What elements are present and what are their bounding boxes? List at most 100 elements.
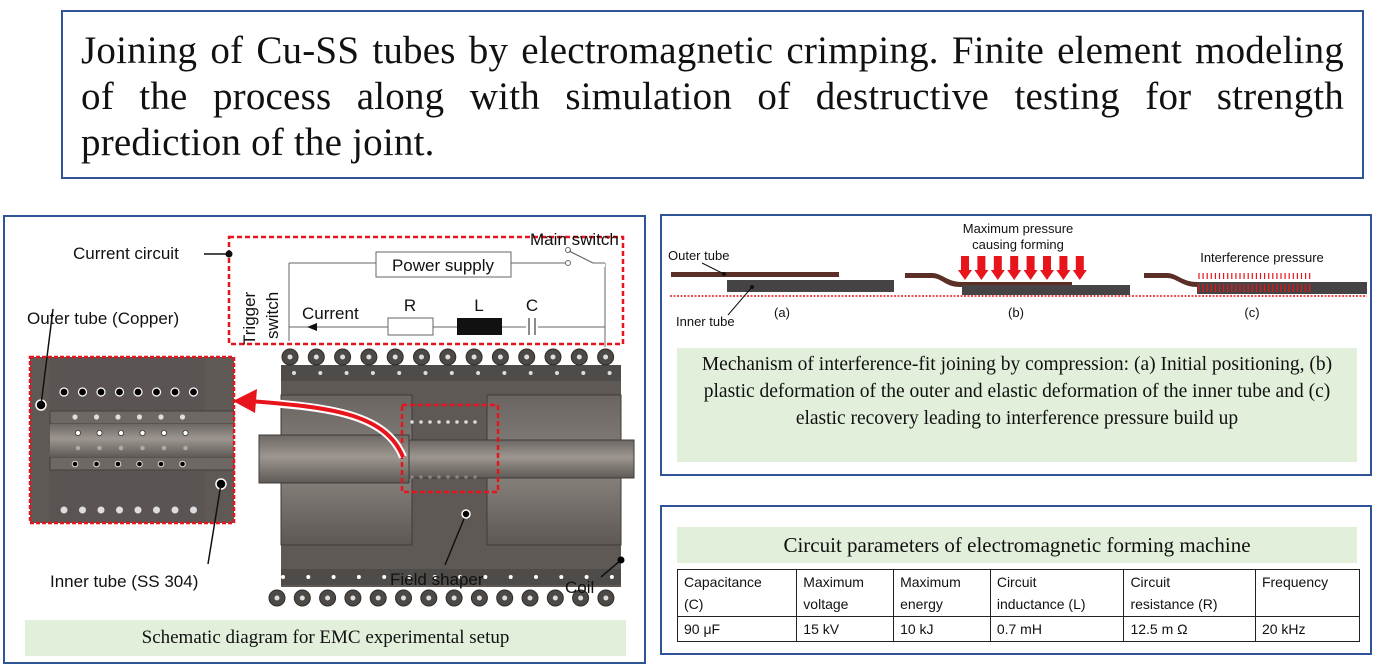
coil-turns-bottom xyxy=(268,575,615,607)
header-line: Circuit xyxy=(996,574,1037,590)
inset-inner-tube xyxy=(50,424,234,457)
pressure-arrow xyxy=(1075,256,1084,270)
mechanism-panel: Outer tube Inner tube (a) Maximum pressu… xyxy=(660,214,1372,476)
label-interference-pressure: Interference pressure xyxy=(1200,250,1324,265)
switch-gap xyxy=(565,257,605,267)
coil-turn-center xyxy=(325,595,331,601)
coil-pointer-dot xyxy=(617,556,625,564)
bolt xyxy=(318,371,323,375)
coil-turn-center xyxy=(340,354,346,360)
label-outer-tube: Outer tube (Copper) xyxy=(27,309,179,328)
coil-turn-center xyxy=(578,595,584,601)
value-max-voltage: 15 kV xyxy=(796,616,895,642)
inset-outer-block-bottom xyxy=(50,470,205,523)
bolt xyxy=(581,371,586,375)
inset-hole xyxy=(158,414,164,420)
coil-turn-center xyxy=(375,595,381,601)
label-inner-tube: Inner tube (SS 304) xyxy=(50,572,198,591)
outer-tube-a xyxy=(671,272,839,277)
inset-hole xyxy=(75,429,82,436)
bolt xyxy=(528,371,533,375)
bolt xyxy=(407,575,412,579)
header-line: Circuit xyxy=(1130,574,1171,590)
coil-leader xyxy=(600,559,622,578)
coil-turn-center xyxy=(426,595,432,601)
title-box: Joining of Cu-SS tubes by electromagneti… xyxy=(61,10,1364,179)
label-current: Current xyxy=(302,304,359,323)
label-switch: switch xyxy=(263,292,282,339)
hole xyxy=(464,475,468,479)
coil-turn-center xyxy=(603,595,609,601)
inset-hole xyxy=(114,387,125,397)
field-shaper-leader xyxy=(444,513,467,566)
inset-hole xyxy=(114,460,122,468)
value-frequency: 20 kHz xyxy=(1254,616,1361,642)
bolt xyxy=(281,575,285,579)
bolt xyxy=(382,575,387,579)
bolt xyxy=(423,371,428,375)
outer-tube-section xyxy=(258,434,410,484)
label-R: R xyxy=(404,296,416,315)
zoom-arrow xyxy=(249,399,405,458)
inset-hole xyxy=(171,506,179,514)
coil-turn-center xyxy=(550,354,556,360)
coil-turn-center xyxy=(576,354,582,360)
coil-turn-center xyxy=(419,354,424,360)
hole xyxy=(446,475,450,479)
pressure-arrow xyxy=(1026,256,1035,270)
inner-tube-c xyxy=(1197,282,1367,294)
inset-highlight-border xyxy=(28,355,236,525)
inset-hole xyxy=(170,387,180,397)
inset-hole xyxy=(134,506,142,514)
inset-hole xyxy=(182,429,189,436)
bolt xyxy=(502,371,507,375)
pressure-arrow-head-icon xyxy=(958,270,972,280)
header-line: Maximum xyxy=(900,574,961,590)
bolt xyxy=(534,575,538,579)
inset-hole xyxy=(93,460,100,468)
inset-hole xyxy=(77,387,88,397)
coil-turn-center xyxy=(299,595,305,601)
hole xyxy=(419,475,423,479)
inset-hole xyxy=(140,445,145,451)
inset-hole xyxy=(79,506,86,514)
leader-dot xyxy=(750,285,754,289)
header-line: Capacitance xyxy=(684,574,762,590)
bolt xyxy=(432,575,437,579)
hole xyxy=(410,475,414,479)
bolt xyxy=(397,371,402,375)
inner-tube-b xyxy=(962,285,1130,295)
label-L: L xyxy=(474,296,483,315)
inset-hole xyxy=(97,506,105,514)
outer-tube-b xyxy=(905,273,1072,287)
inset-hole xyxy=(59,387,69,397)
pressure-arrow-head-icon xyxy=(974,270,989,280)
bolt xyxy=(458,575,463,579)
inset-hole xyxy=(139,429,146,436)
inset-hole xyxy=(60,506,68,514)
coil-turn-center xyxy=(502,595,508,601)
pressure-arrow xyxy=(977,256,986,270)
bolt xyxy=(292,371,296,375)
bolt xyxy=(483,575,488,579)
pressure-arrow xyxy=(993,256,1002,270)
inner-tube-leader xyxy=(727,286,753,316)
pressure-arrow-head-icon xyxy=(1056,270,1071,280)
label-main-switch: Main switch xyxy=(530,230,619,249)
hole xyxy=(428,475,432,479)
label-a: (a) xyxy=(774,305,790,320)
coil-turn-center xyxy=(350,595,356,601)
bolt xyxy=(559,575,564,579)
circuit-highlight-box xyxy=(227,235,625,346)
inset-hole xyxy=(190,506,197,514)
field-shaper-pointer-dot xyxy=(461,509,471,519)
bolt xyxy=(449,371,454,375)
hole xyxy=(473,420,477,424)
label-coil: Coil xyxy=(565,578,594,597)
header-line: inductance (L) xyxy=(996,596,1086,612)
label-current-circuit: Current circuit xyxy=(73,244,179,263)
leader-dot xyxy=(722,272,726,276)
zoom-arrow-head-icon xyxy=(233,389,257,413)
